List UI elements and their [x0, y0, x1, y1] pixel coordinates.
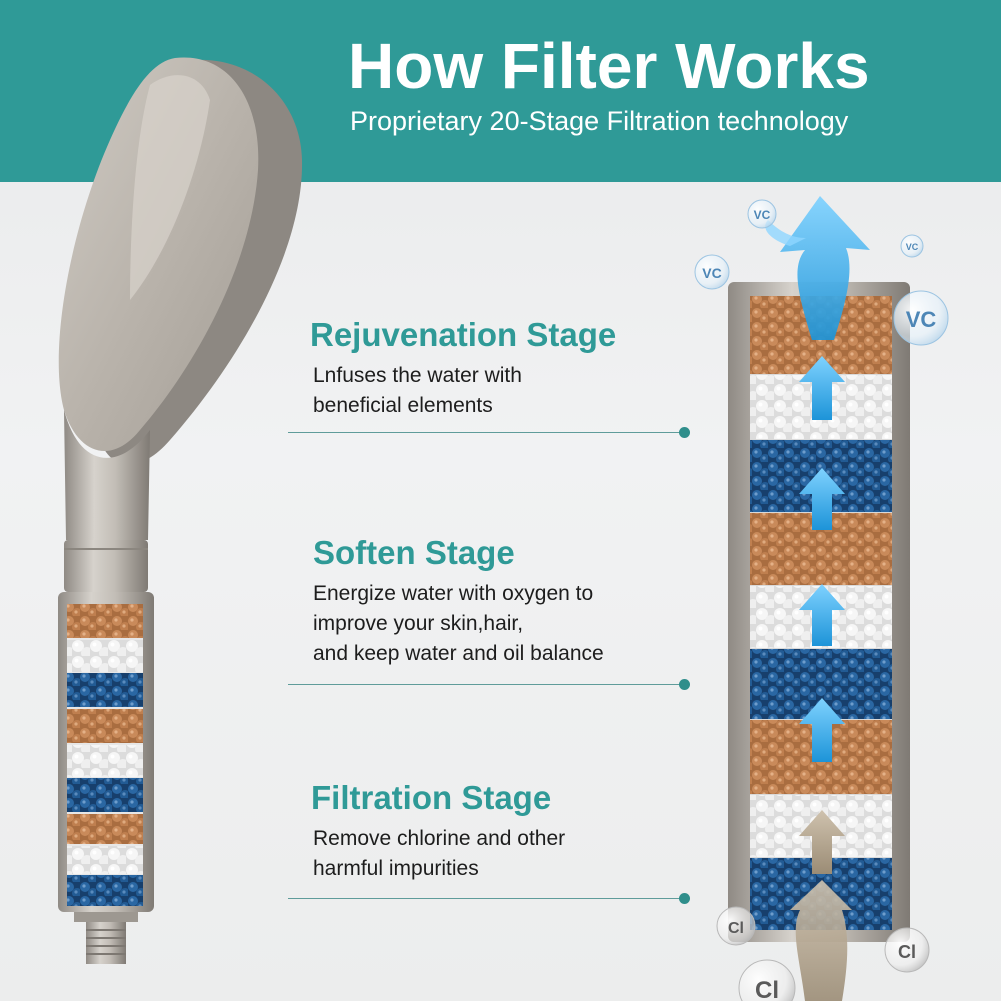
- stage-rejuvenation: Rejuvenation Stage Lnfuses the water wit…: [288, 315, 688, 421]
- cl-bubble-label: Cl: [898, 942, 916, 962]
- shower-head-icon: [58, 57, 303, 964]
- stage-description: Energize water with oxygen to improve yo…: [313, 579, 688, 669]
- stage-dot: [679, 893, 690, 904]
- stage-description-line: Remove chlorine and other: [313, 827, 566, 850]
- water-flow-arrow-icon: [765, 196, 870, 1001]
- chlorine-bubble-icon: Cl Cl Cl: [716, 906, 930, 1001]
- stage-description-line: harmful impurities: [313, 857, 479, 880]
- stage-description-line: and keep water and oil balance: [313, 642, 604, 665]
- stage-description: Remove chlorine and other harmful impuri…: [313, 824, 688, 884]
- stage-title: Rejuvenation Stage: [310, 316, 617, 353]
- page-subtitle: Proprietary 20-Stage Filtration technolo…: [350, 106, 849, 136]
- stage-dot: [679, 679, 690, 690]
- stage-title: Filtration Stage: [311, 779, 552, 816]
- vc-bubble-label: VC: [906, 242, 919, 252]
- stage-description-line: Energize water with oxygen to: [313, 582, 594, 605]
- stage-divider: [288, 432, 684, 433]
- stage-divider: [288, 898, 684, 899]
- stage-filtration: Filtration Stage Remove chlorine and oth…: [288, 778, 688, 884]
- stage-description-line: Lnfuses the water with: [313, 364, 522, 387]
- page-title: How Filter Works: [348, 30, 870, 102]
- vitamin-c-bubble-icon: VC VC VC VC: [694, 199, 949, 346]
- cl-bubble-label: Cl: [755, 977, 779, 1001]
- stage-description: Lnfuses the water with beneficial elemen…: [313, 361, 688, 421]
- stage-description-line: improve your skin,hair,: [313, 612, 524, 635]
- vc-bubble-label: VC: [906, 307, 937, 332]
- stage-description-line: beneficial elements: [313, 394, 493, 417]
- stage-divider: [288, 684, 684, 685]
- vc-bubble-label: VC: [754, 208, 771, 222]
- cl-bubble-label: Cl: [728, 920, 744, 937]
- stage-title: Soften Stage: [313, 534, 515, 571]
- stage-soften: Soften Stage Energize water with oxygen …: [288, 533, 688, 669]
- vc-bubble-label: VC: [702, 265, 721, 281]
- stage-dot: [679, 427, 690, 438]
